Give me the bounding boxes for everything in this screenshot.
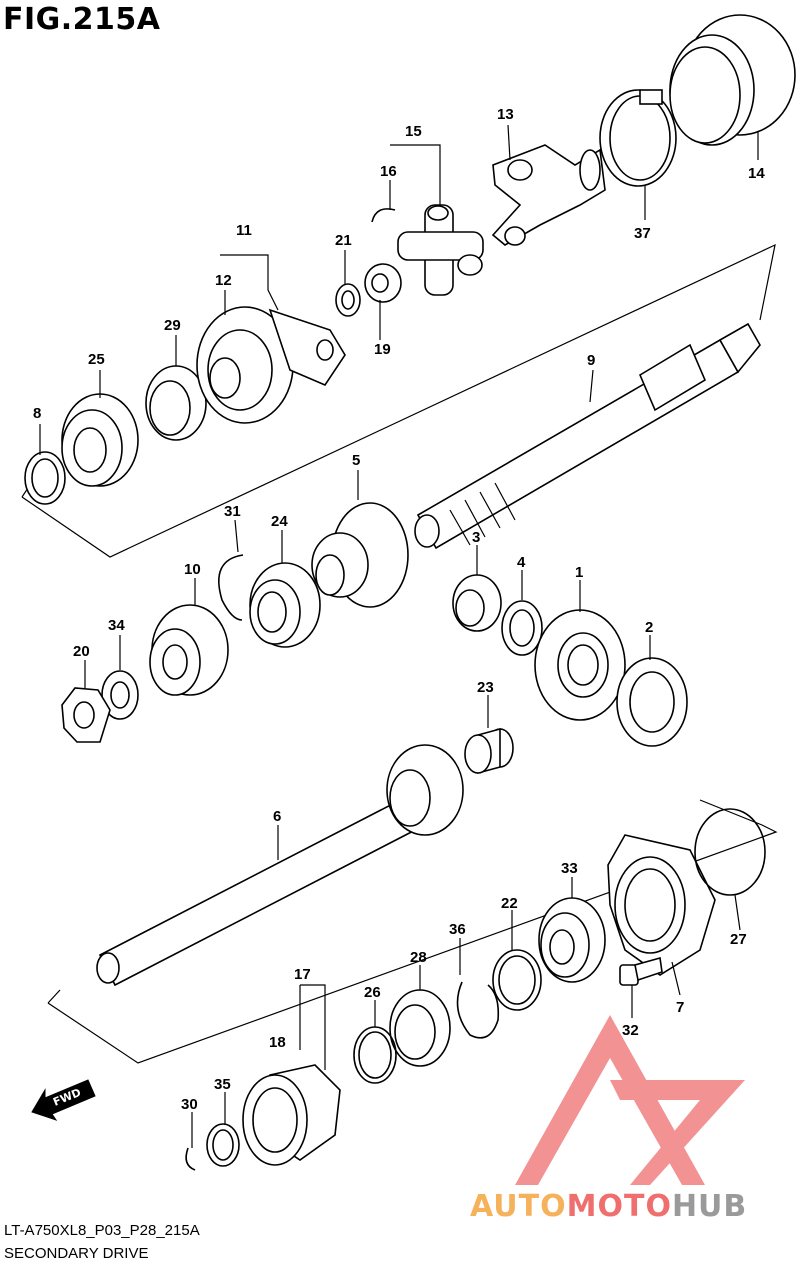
callout-4: 4 (517, 554, 526, 571)
frame-upper-group (21, 243, 776, 558)
nut-19 (364, 263, 402, 303)
bearing-24 (249, 562, 321, 648)
brand-part-moto: MOTO (567, 1189, 672, 1224)
callout-25: 25 (88, 351, 105, 368)
nut-20 (61, 687, 111, 743)
ring-22-inner (498, 955, 536, 1005)
svg-text:AUTOMOTOHUB: AUTOMOTOHUB (470, 1189, 747, 1224)
callout-27: 27 (730, 931, 747, 948)
spider-15 (397, 204, 484, 296)
washer-2-inner (629, 671, 675, 733)
shaft-6 (96, 744, 464, 987)
frame-lower-left-edge (47, 989, 61, 1004)
callout-9: 9 (587, 352, 595, 369)
yoke-11 (196, 306, 346, 424)
callout-35: 35 (214, 1076, 231, 1093)
washer-34-inner (110, 681, 130, 709)
circlip-16 (371, 208, 396, 223)
clamp-37 (599, 89, 677, 187)
callout-1: 1 (575, 564, 583, 581)
gear-1 (534, 609, 626, 721)
callout-3: 3 (472, 529, 480, 546)
callout-14: 14 (748, 165, 765, 182)
callout-numbers: 8 25 29 12 11 21 19 16 15 13 37 14 9 5 3… (33, 106, 765, 1113)
yoke-13 (491, 144, 606, 246)
callout-19: 19 (374, 341, 391, 358)
housing-7 (607, 834, 716, 976)
triangle-logo-icon (515, 1015, 745, 1185)
callout-15: 15 (405, 123, 422, 140)
cover-17 (242, 1064, 341, 1166)
gear-10 (149, 604, 229, 696)
callout-8: 8 (33, 405, 41, 422)
callout-31: 31 (224, 503, 241, 520)
brand-part-auto: AUTO (470, 1189, 567, 1224)
callout-23: 23 (477, 679, 494, 696)
fwd-arrow-icon: FWD (31, 1079, 96, 1121)
brand-part-hub: HUB (672, 1189, 747, 1224)
washer-4-inner (509, 609, 535, 647)
bearing-25 (61, 393, 139, 487)
ring-22 (492, 949, 542, 1011)
oil-seal-28 (389, 989, 451, 1067)
figure-caption: SECONDARY DRIVE (4, 1245, 149, 1262)
shaft-9 (414, 322, 761, 550)
callout-17: 17 (294, 966, 311, 983)
ring-8-inner (31, 458, 59, 498)
bearing-33 (538, 897, 606, 983)
callout-2: 2 (645, 619, 653, 636)
boot-14 (669, 14, 796, 146)
brand-wordmark: AUTOMOTOHUB (470, 1189, 747, 1224)
o-ring-27 (694, 808, 766, 896)
callout-6: 6 (273, 808, 281, 825)
callout-16: 16 (380, 163, 397, 180)
callout-36: 36 (449, 921, 466, 938)
callout-5: 5 (352, 452, 360, 469)
callout-12: 12 (215, 272, 232, 289)
callout-34: 34 (108, 617, 125, 634)
circlip-30 (185, 1147, 196, 1171)
leader-lines (39, 124, 759, 1148)
callout-33: 33 (561, 860, 578, 877)
bushing-23 (464, 727, 514, 775)
callout-24: 24 (271, 513, 288, 530)
bolt-32 (619, 956, 663, 986)
callout-7: 7 (676, 999, 684, 1016)
circlip-36 (456, 981, 500, 1039)
o-ring-26 (353, 1026, 397, 1084)
oil-seal-29 (145, 365, 207, 441)
callout-32: 32 (622, 1022, 639, 1039)
callout-22: 22 (501, 895, 518, 912)
ring-35-inner (212, 1129, 234, 1161)
callout-11: 11 (236, 222, 252, 239)
callout-30: 30 (181, 1096, 198, 1113)
callout-29: 29 (164, 317, 181, 334)
gear-5 (311, 502, 409, 608)
washer-21-inner (341, 290, 355, 310)
callout-20: 20 (73, 643, 90, 660)
bearing-3 (452, 574, 502, 632)
circlip-31 (218, 554, 244, 621)
figure-code: LT-A750XL8_P03_P28_215A (4, 1222, 200, 1239)
callout-21: 21 (335, 232, 352, 249)
callout-10: 10 (184, 561, 201, 578)
callout-18: 18 (269, 1034, 286, 1051)
callout-13: 13 (497, 106, 514, 123)
callout-37: 37 (634, 225, 651, 242)
callout-28: 28 (410, 949, 427, 966)
frame-lower-group (47, 799, 778, 1064)
callout-26: 26 (364, 984, 381, 1001)
figure-title: FIG.215A (3, 2, 161, 37)
o-ring-26-inner (358, 1031, 392, 1079)
